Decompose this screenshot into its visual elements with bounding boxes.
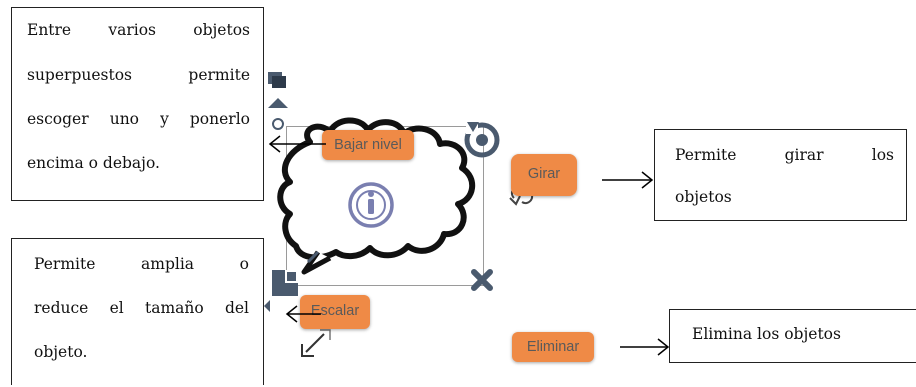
note-rotate-line-2: objetos (675, 188, 732, 206)
note-layers-line-1: Entre varios objetos (27, 21, 250, 39)
resize-arrow-icon (301, 329, 331, 357)
layer-handle-circle (272, 118, 284, 130)
note-layers: Entre varios objetos superpuestos permit… (11, 7, 264, 201)
note-rotate: Permite girar los objetos (654, 129, 907, 221)
scale-button[interactable]: Escalar (300, 295, 370, 329)
note-scale-line-2: reduce el tamaño del (34, 299, 249, 317)
close-icon[interactable] (471, 269, 493, 291)
note-scale-line-1: Permite amplia o (34, 255, 249, 273)
arrow-to-delete-note (620, 338, 670, 356)
note-layers-line-4: encima o debajo. (27, 154, 160, 172)
arrow-to-scale-note (285, 305, 321, 323)
note-rotate-line-1: Permite girar los (675, 146, 894, 164)
arrow-to-rotate-note (602, 171, 654, 189)
note-scale: Permite amplia o reduce el tamaño del ob… (11, 238, 264, 385)
info-icon (348, 182, 394, 228)
rotate-icon[interactable] (464, 122, 500, 158)
triangle-up-icon[interactable] (268, 98, 288, 108)
arrow-to-layers (268, 135, 326, 153)
note-scale-line-3: objeto. (34, 343, 88, 361)
note-delete-line-1: Elimina los objetos (692, 325, 841, 343)
arrow-small-icon (306, 250, 320, 264)
scale-icon[interactable] (272, 270, 298, 296)
note-delete: Elimina los objetos (669, 309, 916, 363)
delete-button[interactable]: Eliminar (512, 332, 594, 362)
bring-forward-icon[interactable] (268, 72, 286, 88)
send-back-icon (264, 300, 270, 312)
lower-level-button[interactable]: Bajar nivel (322, 130, 414, 160)
note-layers-line-3: escoger uno y ponerlo (27, 110, 250, 128)
note-layers-line-2: superpuestos permite (27, 66, 250, 84)
rotate-button[interactable]: Girar (511, 154, 577, 196)
